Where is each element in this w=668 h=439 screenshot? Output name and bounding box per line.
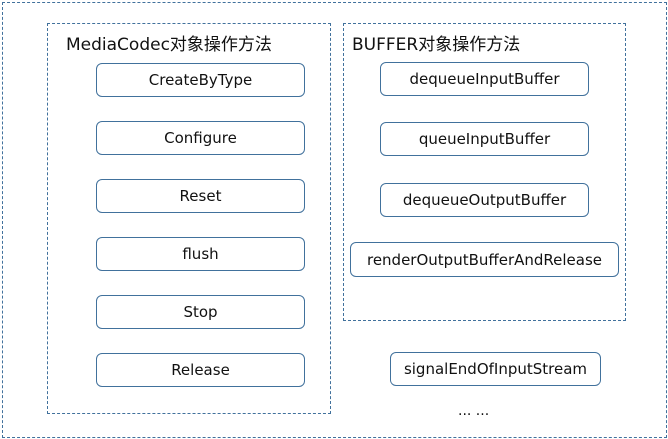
method-dequeueoutputbuffer[interactable]: dequeueOutputBuffer <box>380 183 589 217</box>
mediacodec-group-title: MediaCodec对象操作方法 <box>66 35 272 55</box>
buffer-group-title: BUFFER对象操作方法 <box>352 35 521 55</box>
buffer-group <box>343 23 626 321</box>
method-queueinputbuffer[interactable]: queueInputBuffer <box>380 122 589 156</box>
method-createbytype[interactable]: CreateByType <box>96 63 305 97</box>
mediacodec-group <box>47 23 331 414</box>
method-stop[interactable]: Stop <box>96 295 305 329</box>
ellipsis-text: ... ... <box>458 403 490 419</box>
method-signalendofinputstream[interactable]: signalEndOfInputStream <box>390 352 601 386</box>
method-dequeueinputbuffer[interactable]: dequeueInputBuffer <box>380 62 589 96</box>
method-configure[interactable]: Configure <box>96 121 305 155</box>
method-renderoutputbufferandrelease[interactable]: renderOutputBufferAndRelease <box>350 242 619 277</box>
method-release[interactable]: Release <box>96 353 305 387</box>
method-flush[interactable]: flush <box>96 237 305 271</box>
method-reset[interactable]: Reset <box>96 179 305 213</box>
